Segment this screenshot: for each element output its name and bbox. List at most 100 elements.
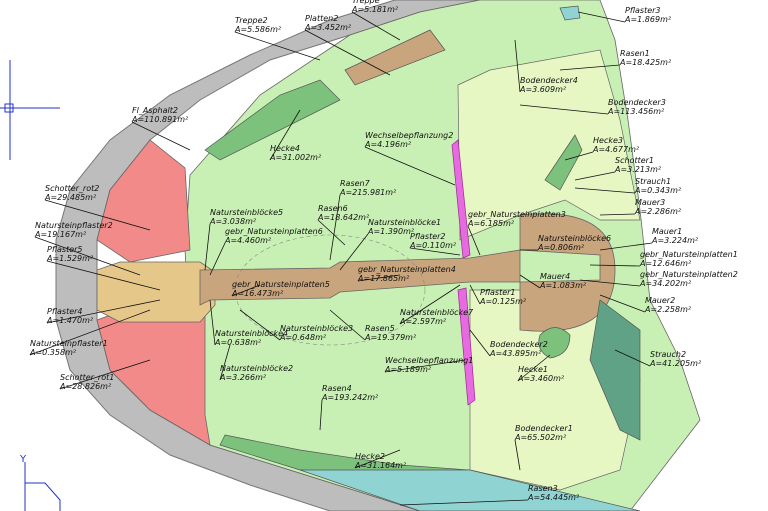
label-name-bodendecker4: Bodendecker4 xyxy=(520,76,578,85)
leader-line-hecke1 xyxy=(517,354,551,382)
label-area-natursteinblocke1: A=1.390m² xyxy=(367,227,415,236)
shrub-area xyxy=(589,299,641,441)
label-name-rasen3: Rasen3 xyxy=(528,484,558,493)
label-area-natursteinblocke2: A=3.266m² xyxy=(219,373,267,382)
leader-line-rasen7 xyxy=(329,194,341,261)
label-name-natursteinpflaster2: Natursteinpflaster2 xyxy=(35,221,113,230)
label-area-hecke3: A=4.677m² xyxy=(592,145,640,154)
label-name-natursteinblocke6: Natursteinblöcke6 xyxy=(538,234,611,243)
leader-line-treppe xyxy=(351,11,401,41)
planting-strip-2 xyxy=(451,139,471,259)
circle-outline xyxy=(234,234,426,346)
leader-line-pflaster3 xyxy=(577,11,626,23)
leader-line-gebr_natursteinplatten1 xyxy=(589,264,641,267)
label-name-pflaster4: Pflaster4 xyxy=(47,307,83,316)
leader-line-natursteinblocke1 xyxy=(339,233,369,271)
label-name-natursteinblocke2: Natursteinblöcke2 xyxy=(220,364,293,373)
label-name-strauch1: Strauch1 xyxy=(635,177,671,186)
water-strip-bottom xyxy=(299,469,641,511)
label-area-schotter_rot2: A=29.485m² xyxy=(44,193,97,202)
leader-line-bodendecker2 xyxy=(469,329,491,357)
label-area-platten2: A=3.452m² xyxy=(304,23,352,32)
label-area-mauer3: A=2.286m² xyxy=(634,207,682,216)
label-area-rasen5: A=19.379m² xyxy=(364,333,417,342)
label-name-pflaster5: Pflaster5 xyxy=(47,245,83,254)
label-area-bodendecker1: A=65.502m² xyxy=(514,433,567,442)
label-area-treppe: A=5.181m² xyxy=(351,5,399,14)
hedge-4 xyxy=(204,79,341,161)
label-area-schotter1: A=3.213m² xyxy=(614,165,662,174)
label-name-gebr_natursteinplatten3: gebr_Natursteinplatten3 xyxy=(468,210,566,219)
label-name-gebr_natursteinplatten1: gebr_Natursteinplatten1 xyxy=(640,250,738,259)
leader-line-hecke3 xyxy=(564,151,594,161)
label-area-treppe2: A=5.586m² xyxy=(234,25,282,34)
label-name-rasen4: Rasen4 xyxy=(322,384,352,393)
label-area-mauer2: A=2.258m² xyxy=(644,305,692,314)
label-name-bodendecker2: Bodendecker2 xyxy=(490,340,548,349)
label-area-natursteinblocke4: A=0.638m² xyxy=(214,338,262,347)
label-area-rasen7: A=215.981m² xyxy=(339,188,397,197)
label-name-hecke3: Hecke3 xyxy=(593,136,623,145)
leader-line-strauch2 xyxy=(614,349,651,367)
leader-line-natursteinpflaster2 xyxy=(34,236,141,276)
leader-line-pflaster4 xyxy=(46,299,161,324)
crosshair-icon xyxy=(0,60,60,160)
label-name-fl_asphalt2: Fl_Asphalt2 xyxy=(132,106,178,115)
label-area-pflaster3: A=1.869m² xyxy=(624,15,672,24)
leader-line-natursteinpflaster1 xyxy=(29,309,151,356)
stone-plaza xyxy=(519,213,616,332)
label-name-rasen1: Rasen1 xyxy=(620,49,650,58)
label-name-natursteinblocke3: Natursteinblöcke3 xyxy=(280,324,353,333)
gravel-red-top xyxy=(96,139,191,263)
label-area-gebr_natursteinplatten2: A=34.202m² xyxy=(639,279,692,288)
label-name-treppe2: Treppe2 xyxy=(235,16,268,25)
leader-line-hecke4 xyxy=(269,109,301,161)
leader-line-natursteinblocke7 xyxy=(399,284,461,325)
label-name-natursteinblocke4: Natursteinblöcke4 xyxy=(215,329,288,338)
leader-line-strauch1 xyxy=(574,187,636,194)
leader-line-rasen6 xyxy=(317,219,346,246)
label-name-natursteinblocke7: Natursteinblöcke7 xyxy=(400,308,474,317)
label-name-gebr_natursteinplatten6: gebr_Natursteinplatten6 xyxy=(225,227,323,236)
label-name-gebr_natursteinplatten5: gebr_Natursteinplatten5 xyxy=(232,280,330,289)
label-area-natursteinpflaster2: A=19.167m² xyxy=(34,230,87,239)
leader-line-gebr_natursteinplatten3 xyxy=(467,225,481,256)
label-area-pflaster5: A=1.529m² xyxy=(46,254,94,263)
leader-line-mauer1 xyxy=(599,242,653,251)
label-name-wechselbepflanzung2: Wechselbepflanzung2 xyxy=(365,131,453,140)
leader-line-natursteinblocke2 xyxy=(219,344,231,381)
label-name-gebr_natursteinplatten2: gebr_Natursteinplatten2 xyxy=(640,270,738,279)
leader-line-schotter1 xyxy=(574,171,616,181)
leader-line-rasen1 xyxy=(559,64,621,71)
water-strip-top xyxy=(559,5,581,21)
label-area-natursteinblocke5: A=3.038m² xyxy=(209,217,257,226)
label-area-hecke1: A=3.460m² xyxy=(517,374,565,383)
label-area-hecke2: A=31.164m² xyxy=(354,461,407,470)
label-name-bodendecker3: Bodendecker3 xyxy=(608,98,666,107)
label-name-natursteinblocke5: Natursteinblöcke5 xyxy=(210,208,283,217)
label-area-natursteinblocke6: A=0.806m² xyxy=(537,243,585,252)
label-name-natursteinblocke1: Natursteinblöcke1 xyxy=(368,218,441,227)
label-area-mauer1: A=3.224m² xyxy=(651,236,699,245)
leader-line-mauer3 xyxy=(599,213,636,216)
label-area-bodendecker2: A=43.895m² xyxy=(489,349,542,358)
label-area-rasen4: A=193.242m² xyxy=(321,393,379,402)
label-area-natursteinpflaster1: A=0.358m² xyxy=(29,348,77,357)
label-name-schotter_rot2: Schotter_rot2 xyxy=(45,184,99,193)
label-area-pflaster4: A=1.470m² xyxy=(46,316,94,325)
leader-line-natursteinblocke4 xyxy=(209,299,216,346)
groundcover-area-top xyxy=(457,49,641,241)
label-area-fl_asphalt2: A=110.891m² xyxy=(131,115,189,124)
label-name-rasen6: Rasen6 xyxy=(318,204,348,213)
paving-entrance xyxy=(96,261,216,323)
label-name-mauer2: Mauer2 xyxy=(645,296,675,305)
label-area-pflaster2: A=0.110m² xyxy=(409,241,457,250)
leader-line-mauer4 xyxy=(519,274,541,289)
label-area-pflaster1: A=0.125m² xyxy=(479,297,527,306)
leader-line-rasen3 xyxy=(399,499,529,506)
label-name-hecke2: Hecke2 xyxy=(355,452,385,461)
label-name-gebr_natursteinplatten4: gebr_Natursteinplatten4 xyxy=(358,265,456,274)
label-area-natursteinblocke7: A=2.597m² xyxy=(399,317,447,326)
label-name-mauer4: Mauer4 xyxy=(540,272,570,281)
